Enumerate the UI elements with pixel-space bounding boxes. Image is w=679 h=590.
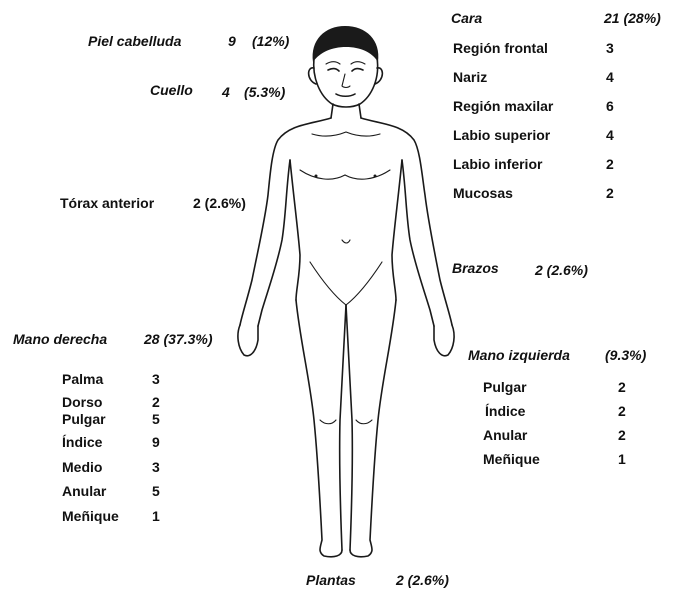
right-hand-value: 28 (37.3%) bbox=[144, 331, 212, 347]
list-item-value: 4 bbox=[606, 69, 614, 85]
leg-left-outer bbox=[296, 300, 342, 557]
neck-label: Cuello bbox=[150, 82, 193, 98]
list-item-label: Región maxilar bbox=[453, 98, 553, 114]
list-item-value: 2 bbox=[618, 403, 626, 419]
list-item-value: 2 bbox=[606, 185, 614, 201]
waist-left bbox=[290, 160, 300, 300]
right-hand-label: Mano derecha bbox=[13, 331, 107, 347]
list-item-label: Dorso bbox=[62, 394, 102, 410]
list-item-value: 6 bbox=[606, 98, 614, 114]
soles-value: 2 (2.6%) bbox=[396, 572, 449, 588]
head-outline bbox=[314, 58, 378, 107]
chest-left bbox=[300, 170, 345, 179]
scalp-value: 9 bbox=[228, 33, 236, 49]
hand-left-shape bbox=[434, 325, 454, 356]
chest-right bbox=[345, 170, 390, 179]
eye-right bbox=[352, 69, 363, 71]
list-item-label: Meñique bbox=[483, 451, 540, 467]
waist-right bbox=[392, 160, 402, 300]
leg-right-outer bbox=[350, 300, 396, 557]
leg-left-inner bbox=[340, 305, 346, 550]
mouth bbox=[336, 94, 355, 96]
list-item-label: Medio bbox=[62, 459, 102, 475]
scalp-percent: (12%) bbox=[252, 33, 289, 49]
brow-left bbox=[326, 62, 340, 64]
list-item-label: Pulgar bbox=[62, 411, 106, 427]
list-item-label: Labio superior bbox=[453, 127, 550, 143]
list-item-label: Índice bbox=[62, 434, 102, 450]
arms-value: 2 (2.6%) bbox=[535, 262, 588, 278]
soles-label: Plantas bbox=[306, 572, 356, 588]
list-item-label: Palma bbox=[62, 371, 103, 387]
list-item-value: 1 bbox=[618, 451, 626, 467]
nose bbox=[342, 74, 350, 88]
list-item-label: Pulgar bbox=[483, 379, 527, 395]
list-item-value: 2 bbox=[618, 427, 626, 443]
groin bbox=[310, 262, 382, 305]
knee-right bbox=[356, 420, 372, 424]
leg-right-inner bbox=[346, 305, 352, 550]
hand-right-shape bbox=[238, 325, 258, 356]
torso-left bbox=[240, 118, 331, 325]
eye-left bbox=[328, 69, 339, 71]
face-value: 21 (28%) bbox=[604, 10, 661, 26]
brow-right bbox=[351, 62, 365, 64]
list-item-label: Meñique bbox=[62, 508, 119, 524]
chest-label: Tórax anterior bbox=[60, 195, 154, 211]
list-item-label: Anular bbox=[483, 427, 527, 443]
navel bbox=[342, 240, 350, 243]
list-item-value: 2 bbox=[152, 394, 160, 410]
chest-value: 2 (2.6%) bbox=[193, 195, 246, 211]
neck-value: 4 bbox=[222, 84, 230, 100]
knee-left bbox=[320, 420, 336, 424]
list-item-value: 5 bbox=[152, 483, 160, 499]
left-hand-label: Mano izquierda bbox=[468, 347, 570, 363]
neck-percent: (5.3%) bbox=[244, 84, 285, 100]
torso-right bbox=[361, 118, 452, 325]
list-item-label: Mucosas bbox=[453, 185, 513, 201]
list-item-value: 3 bbox=[152, 371, 160, 387]
list-item-value: 4 bbox=[606, 127, 614, 143]
list-item-label: Índice bbox=[485, 403, 525, 419]
list-item-label: Labio inferior bbox=[453, 156, 542, 172]
list-item-value: 2 bbox=[606, 156, 614, 172]
list-item-value: 2 bbox=[618, 379, 626, 395]
clavicle bbox=[312, 132, 380, 136]
hair bbox=[313, 26, 379, 62]
list-item-label: Anular bbox=[62, 483, 106, 499]
list-item-value: 5 bbox=[152, 411, 160, 427]
list-item-value: 3 bbox=[606, 40, 614, 56]
arms-label: Brazos bbox=[452, 260, 499, 276]
list-item-label: Región frontal bbox=[453, 40, 548, 56]
face-label: Cara bbox=[451, 10, 482, 26]
arm-inner-right bbox=[402, 160, 434, 326]
arm-inner-left bbox=[258, 160, 290, 326]
list-item-value: 3 bbox=[152, 459, 160, 475]
left-hand-percent: (9.3%) bbox=[605, 347, 646, 363]
list-item-label: Nariz bbox=[453, 69, 487, 85]
scalp-label: Piel cabelluda bbox=[88, 33, 181, 49]
list-item-value: 9 bbox=[152, 434, 160, 450]
list-item-value: 1 bbox=[152, 508, 160, 524]
